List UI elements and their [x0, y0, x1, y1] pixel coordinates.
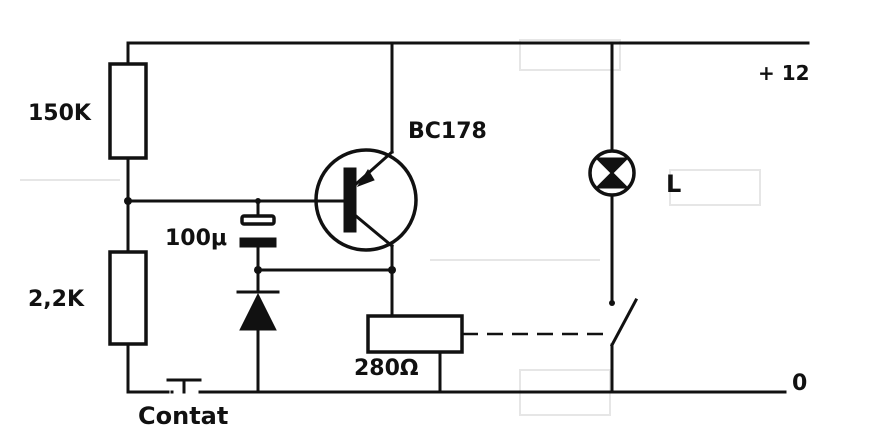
label-transistor: BC178 — [408, 119, 487, 144]
label-contact: Contat — [138, 402, 228, 430]
label-relay: 280Ω — [354, 356, 419, 381]
junction-dot — [124, 197, 132, 205]
relay-coil — [366, 314, 464, 354]
label-r1: 150K — [28, 101, 92, 126]
label-supply-positive: + 12 — [758, 61, 810, 85]
junction-dot — [255, 198, 261, 204]
relay-switch — [609, 297, 639, 394]
diode — [239, 292, 277, 331]
transistor-bc178 — [314, 148, 418, 252]
resistor-2k2 — [108, 250, 148, 346]
label-capacitor: 100μ — [165, 226, 227, 251]
contact-switch — [166, 378, 202, 394]
capacitor-plate-top — [240, 214, 276, 226]
label-lamp: L — [666, 170, 681, 198]
label-supply-ground: 0 — [792, 371, 807, 396]
label-r2: 2,2K — [28, 287, 85, 312]
lamp — [588, 149, 636, 197]
resistor-150k — [108, 62, 148, 160]
junction-dot — [388, 266, 396, 274]
